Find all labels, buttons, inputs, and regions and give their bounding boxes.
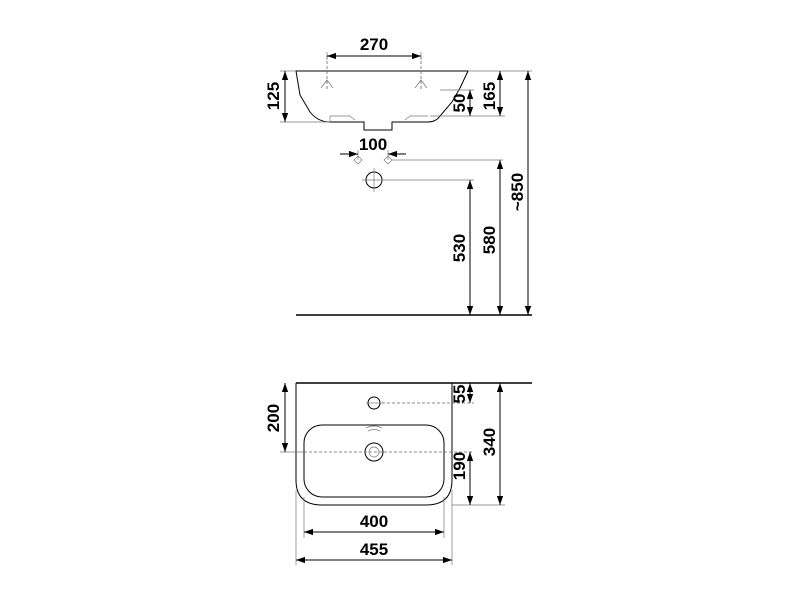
- dim-waste-height: 165: [480, 82, 499, 110]
- dim-total-depth: 340: [480, 428, 499, 456]
- dim-overflow-height: 50: [450, 94, 469, 113]
- dim-front-depth: 200: [264, 404, 283, 432]
- dim-rim-height: ~850: [508, 173, 527, 211]
- dim-bowl-width: 400: [360, 512, 388, 531]
- basin-top-outline: [295, 383, 453, 506]
- dim-basin-height: 125: [264, 82, 283, 110]
- dim-waste-center-height: 530: [450, 234, 469, 262]
- basin-side-profile: [295, 70, 469, 131]
- top-view: 55 200 190 340 400 455: [264, 382, 532, 565]
- dim-tap-spacing: 270: [360, 35, 388, 54]
- dim-bracket-spacing: 100: [359, 135, 387, 154]
- dim-drain-offset: 190: [450, 452, 469, 480]
- overflow-icon: [365, 425, 383, 432]
- dim-total-width: 455: [360, 540, 388, 559]
- bracket-right-icon: [383, 155, 393, 165]
- dim-bracket-height: 580: [480, 226, 499, 254]
- bracket-left-icon: [353, 155, 363, 165]
- basin-bowl: [303, 424, 445, 498]
- dim-tap-hole-offset: 55: [450, 385, 469, 404]
- side-view: 270 125 50 165 100 530 58: [264, 35, 532, 316]
